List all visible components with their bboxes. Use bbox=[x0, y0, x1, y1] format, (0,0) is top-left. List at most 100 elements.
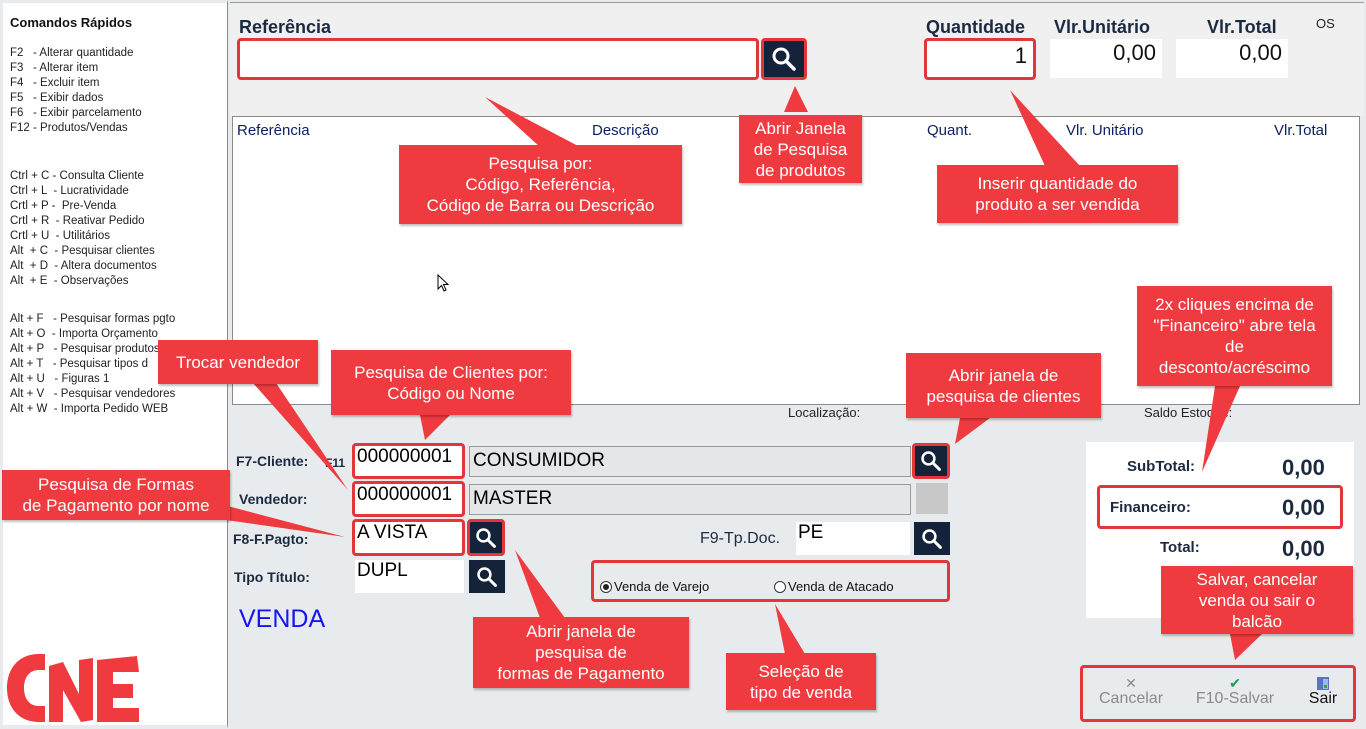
vlr-total-label: Vlr.Total bbox=[1207, 17, 1277, 37]
callout-formas-pagamento: Pesquisa de Formas de Pagamento por nome bbox=[2, 470, 230, 520]
pointer-abrir-produtos bbox=[784, 86, 808, 112]
title-type-search-button[interactable] bbox=[469, 560, 505, 593]
column-header-vlr-unitario[interactable]: Vlr. Unitário bbox=[1066, 122, 1144, 139]
financeiro-row[interactable]: Financeiro: 0,00 bbox=[1097, 485, 1343, 529]
pointer-abrir-clientes bbox=[955, 418, 990, 444]
pointer-pesquisa bbox=[485, 97, 580, 147]
sale-mode-label: VENDA bbox=[239, 605, 326, 633]
subtotal-value: 0,00 bbox=[1282, 455, 1325, 480]
quick-command-item: Alt + O - Importa Orçamento bbox=[10, 328, 158, 340]
callout-pesquisa: Pesquisa por: Código, Referência, Código… bbox=[399, 145, 682, 224]
action-bar: ✕ Cancelar ✔ F10-Salvar Sair bbox=[1080, 665, 1356, 722]
callout-abrir-formas: Abrir janela de pesquisa de formas de Pa… bbox=[473, 617, 689, 688]
column-header-vlr-total[interactable]: Vlr.Total bbox=[1274, 122, 1328, 139]
quick-command-item: Alt + U - Figuras 1 bbox=[10, 373, 110, 385]
quick-command-item: Alt + T - Pesquisar tipos d bbox=[10, 358, 148, 370]
tipo-titulo-input[interactable]: DUPL bbox=[355, 560, 464, 593]
quick-command-item: F5 - Exibir dados bbox=[10, 92, 104, 104]
quick-command-item: Alt + E - Observações bbox=[10, 275, 129, 287]
cliente-name-field: CONSUMIDOR bbox=[469, 446, 911, 477]
quick-command-item: Alt + D - Altera documentos bbox=[10, 260, 157, 272]
search-icon bbox=[772, 47, 796, 71]
vendedor-label: Vendedor: bbox=[239, 491, 308, 507]
callout-tipo-venda: Seleção de tipo de venda bbox=[726, 653, 876, 710]
cliente-code-input[interactable]: 000000001 bbox=[352, 443, 465, 479]
search-icon bbox=[477, 566, 497, 587]
callout-abrir-produtos: Abrir Janela de Pesquisa de produtos bbox=[739, 115, 862, 183]
pointer-tipo-venda bbox=[775, 604, 805, 654]
callout-financeiro: 2x cliques encima de "Financeiro" abre t… bbox=[1137, 286, 1332, 386]
cliente-label: F7-Cliente: bbox=[236, 453, 309, 469]
quick-command-item: Alt + P - Pesquisar produtos bbox=[10, 343, 160, 355]
vlr-unitario-value: 0,00 bbox=[1050, 39, 1162, 78]
quantidade-input[interactable]: 1 bbox=[924, 38, 1036, 80]
callout-abrir-clientes: Abrir janela de pesquisa de clientes bbox=[906, 353, 1101, 418]
search-icon bbox=[922, 528, 942, 549]
fpagto-input[interactable]: A VISTA bbox=[352, 519, 465, 556]
tipo-titulo-label: Tipo Título: bbox=[234, 569, 310, 585]
subtotal-label: SubTotal: bbox=[1127, 458, 1196, 475]
callout-salvar: Salvar, cancelar venda ou sair o balcão bbox=[1161, 566, 1353, 634]
financeiro-label: Financeiro: bbox=[1110, 499, 1191, 516]
radio-venda-atacado[interactable]: Venda de Atacado bbox=[774, 579, 894, 594]
quick-command-item: Crtl + R - Reativar Pedido bbox=[10, 215, 145, 227]
quick-command-item: Crtl + P - Pre-Venda bbox=[10, 200, 117, 212]
quick-command-item: Alt + C - Pesquisar clientes bbox=[10, 245, 155, 257]
localizacao-label: Localização: bbox=[788, 405, 861, 420]
referencia-label: Referência bbox=[239, 17, 332, 37]
fpagto-label: F8-F.Pagto: bbox=[233, 531, 309, 547]
cne-logo bbox=[5, 650, 140, 724]
saldo-estoque-label: Saldo Estoque: bbox=[1144, 405, 1233, 420]
vlr-unitario-label: Vlr.Unitário bbox=[1054, 17, 1151, 37]
pointer-abrir-formas bbox=[515, 550, 565, 618]
total-value: 0,00 bbox=[1282, 536, 1325, 561]
vendedor-code-input[interactable]: 000000001 bbox=[352, 481, 465, 517]
pointer-trocar-vendedor bbox=[245, 374, 348, 490]
radio-venda-varejo[interactable]: Venda de Varejo bbox=[600, 579, 709, 594]
quantidade-label: Quantidade bbox=[926, 17, 1026, 37]
cancel-x-icon: ✕ bbox=[1125, 675, 1137, 691]
check-icon: ✔ bbox=[1229, 675, 1241, 691]
doc-type-search-button[interactable] bbox=[914, 522, 950, 555]
total-label: Total: bbox=[1160, 539, 1200, 556]
referencia-input[interactable] bbox=[237, 38, 759, 80]
quick-command-item: F4 - Excluir item bbox=[10, 77, 100, 89]
os-label: OS bbox=[1316, 16, 1335, 31]
callout-trocar-vendedor: Trocar vendedor bbox=[158, 340, 318, 384]
client-search-button[interactable] bbox=[912, 443, 950, 479]
pointer-financeiro bbox=[1202, 386, 1240, 472]
vendedor-name-field: MASTER bbox=[469, 484, 911, 515]
door-icon bbox=[1303, 676, 1343, 690]
mouse-cursor-icon bbox=[437, 273, 450, 297]
quick-command-item: Crtl + U - Utilitários bbox=[10, 230, 110, 242]
quick-command-item: F6 - Exibir parcelamento bbox=[10, 107, 142, 119]
column-header-descricao[interactable]: Descrição bbox=[592, 122, 659, 139]
search-icon bbox=[921, 451, 941, 471]
quick-command-item: F3 - Alterar item bbox=[10, 62, 99, 74]
tpdoc-label: F9-Tp.Doc. bbox=[700, 530, 781, 547]
save-button[interactable]: ✔ F10-Salvar bbox=[1193, 676, 1277, 708]
quick-command-item: F2 - Alterar quantidade bbox=[10, 47, 134, 59]
quick-command-item: Alt + V - Pesquisar vendedores bbox=[10, 388, 176, 400]
financeiro-value: 0,00 bbox=[1282, 495, 1325, 520]
pointer-salvar bbox=[1230, 634, 1262, 660]
callout-quantidade: Inserir quantidade do produto a ser vend… bbox=[937, 165, 1178, 223]
vlr-total-value: 0,00 bbox=[1176, 39, 1288, 78]
quick-commands-title: Comandos Rápidos bbox=[10, 15, 133, 30]
radio-selected-icon bbox=[600, 580, 612, 593]
cancel-button[interactable]: ✕ Cancelar bbox=[1098, 675, 1164, 707]
exit-button[interactable]: Sair bbox=[1303, 676, 1343, 708]
search-icon bbox=[476, 527, 496, 548]
callout-pesquisa-clientes: Pesquisa de Clientes por: Código ou Nome bbox=[331, 350, 571, 415]
quick-command-item: Ctrl + C - Consulta Cliente bbox=[10, 170, 144, 182]
product-search-button[interactable] bbox=[761, 38, 807, 80]
column-header-quant[interactable]: Quant. bbox=[927, 122, 973, 139]
vendedor-disabled-button bbox=[916, 483, 948, 514]
tpdoc-input[interactable]: PE bbox=[796, 522, 910, 555]
column-header-referencia[interactable]: Referência bbox=[237, 122, 310, 139]
pointer-formas-pagamento bbox=[205, 500, 345, 537]
payment-search-button[interactable] bbox=[467, 519, 505, 556]
quick-command-item: Ctrl + L - Lucratividade bbox=[10, 185, 129, 197]
quick-command-item: Alt + W - Importa Pedido WEB bbox=[10, 403, 169, 415]
